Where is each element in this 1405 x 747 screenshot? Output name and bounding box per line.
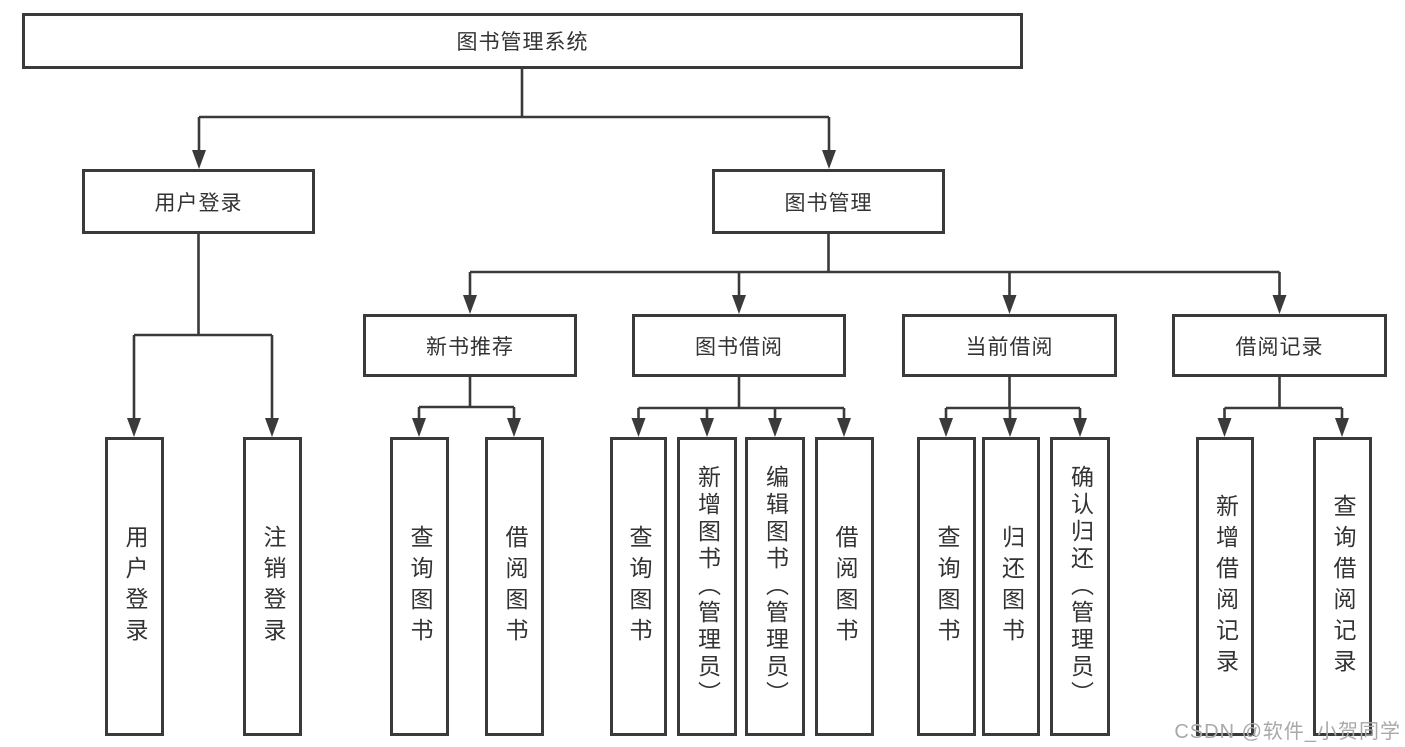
node-user-login: 用户登录 [82,169,315,234]
leaf-borrow-books-borrowing: 借阅图书 [815,437,874,736]
leaf-user-login: 用户登录 [105,437,164,736]
node-new-book-recommendation: 新书推荐 [363,314,577,377]
leaf-add-borrow-record: 新增借阅记录 [1196,437,1254,736]
leaf-confirm-return-admin: 确认归还（管理员） [1050,437,1110,736]
leaf-edit-book-admin: 编辑图书（管理员） [745,437,805,736]
node-book-management: 图书管理 [712,169,945,234]
leaf-query-books-recommend: 查询图书 [390,437,449,736]
leaf-logout: 注销登录 [243,437,302,736]
csdn-watermark: CSDN @软件_小贺同学 [1174,721,1401,743]
node-book-borrowing: 图书借阅 [632,314,846,377]
node-root: 图书管理系统 [22,13,1023,69]
leaf-query-books-borrowing: 查询图书 [610,437,667,736]
leaf-query-books-current: 查询图书 [917,437,976,736]
node-borrowing-records: 借阅记录 [1172,314,1387,377]
leaf-return-books: 归还图书 [982,437,1040,736]
leaf-query-borrow-record: 查询借阅记录 [1313,437,1372,736]
leaf-borrow-books-recommend: 借阅图书 [485,437,544,736]
leaf-add-book-admin: 新增图书（管理员） [677,437,737,736]
node-current-borrowing: 当前借阅 [902,314,1117,377]
